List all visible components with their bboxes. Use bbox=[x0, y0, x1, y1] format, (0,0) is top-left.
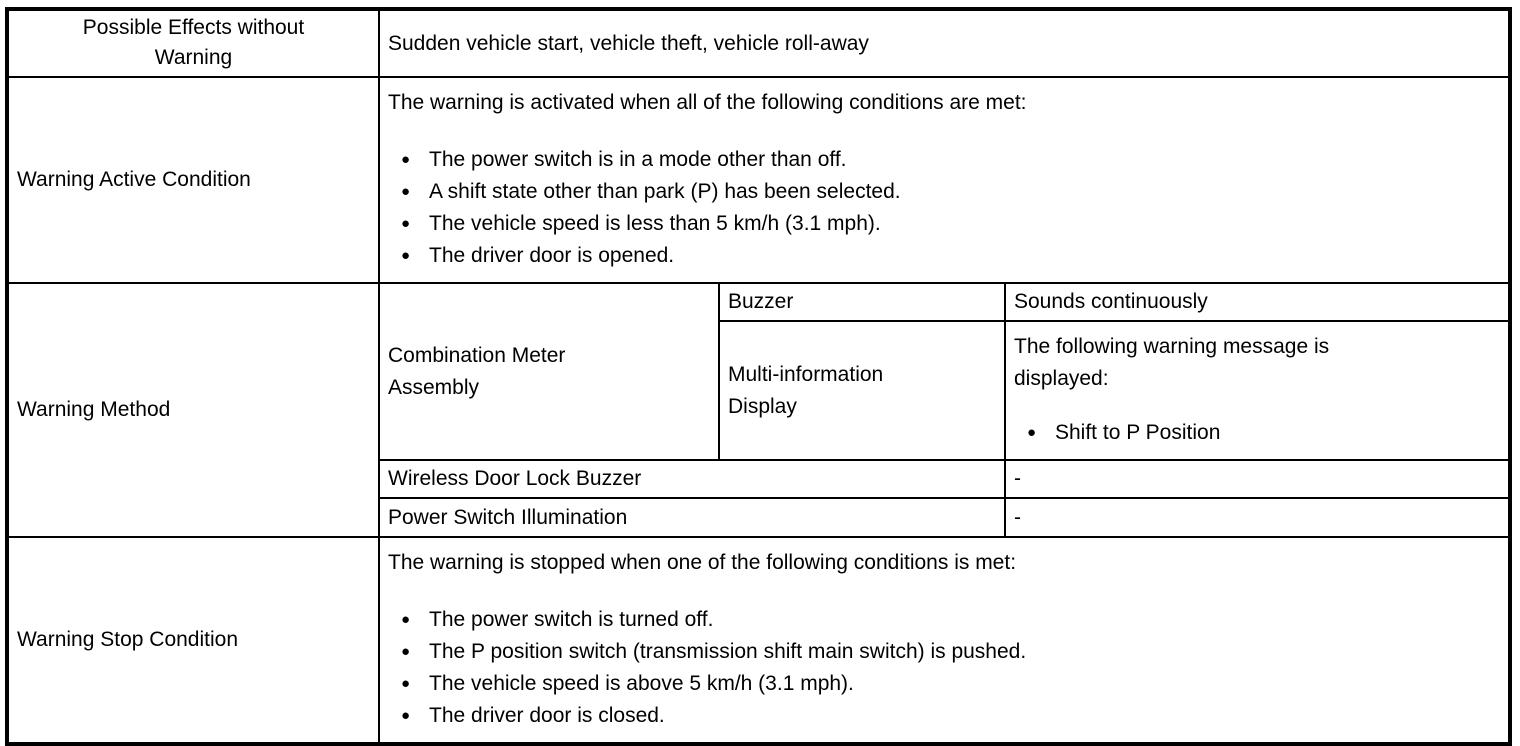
warning-active-value-cell: The warning is activated when all of the… bbox=[378, 76, 1511, 284]
list-item: ● The power switch is in a mode other th… bbox=[388, 144, 1500, 176]
multi-information-display-bullet-list: ● Shift to P Position bbox=[1014, 417, 1500, 449]
bullet-text: The driver door is opened. bbox=[429, 244, 675, 267]
bullet-icon: ● bbox=[401, 707, 411, 724]
bullet-icon: ● bbox=[401, 247, 411, 264]
bullet-text: The P position switch (transmission shif… bbox=[429, 640, 1027, 663]
bullet-icon: ● bbox=[401, 215, 411, 232]
multi-information-display-label: Multi-information Display bbox=[728, 362, 884, 418]
row-warning-stop: Warning Stop Condition The warning is st… bbox=[6, 536, 1511, 745]
warning-active-label: Warning Active Condition bbox=[17, 168, 251, 191]
list-item: ● The driver door is closed. bbox=[388, 700, 1500, 732]
bullet-text: Shift to P Position bbox=[1055, 421, 1221, 444]
row-warning-method-buzzer: Warning Method Combination Meter Assembl… bbox=[6, 282, 1511, 538]
possible-effects-value: Sudden vehicle start, vehicle theft, veh… bbox=[388, 31, 869, 55]
multi-information-display-label-cell: Multi-information Display bbox=[718, 320, 1006, 461]
wireless-door-lock-buzzer-value: - bbox=[1014, 467, 1021, 490]
power-switch-illumination-label-cell: Power Switch Illumination bbox=[378, 497, 1006, 538]
possible-effects-value-cell: Sudden vehicle start, vehicle theft, veh… bbox=[378, 8, 1511, 78]
buzzer-value: Sounds continuously bbox=[1014, 290, 1208, 313]
bullet-icon: ● bbox=[401, 675, 411, 692]
warning-spec-table: Possible Effects without Warning Sudden … bbox=[5, 7, 1512, 746]
row-power-switch-illumination: Power Switch Illumination - bbox=[7, 497, 1511, 538]
bullet-text: The vehicle speed is above 5 km/h (3.1 m… bbox=[429, 672, 854, 695]
bullet-text: The power switch is turned off. bbox=[429, 608, 714, 631]
buzzer-label-cell: Buzzer bbox=[718, 282, 1006, 322]
warning-active-intro: The warning is activated when all of the… bbox=[388, 91, 1027, 114]
warning-stop-value-cell: The warning is stopped when one of the f… bbox=[378, 536, 1511, 745]
warning-active-bullet-list: ● The power switch is in a mode other th… bbox=[388, 144, 1500, 272]
bullet-text: A shift state other than park (P) has be… bbox=[429, 180, 901, 203]
row-warning-method-mid: Multi-information Display The following … bbox=[7, 320, 1511, 461]
list-item: ● The vehicle speed is above 5 km/h (3.1… bbox=[388, 668, 1500, 700]
warning-stop-label-cell: Warning Stop Condition bbox=[6, 536, 380, 745]
bullet-icon: ● bbox=[401, 183, 411, 200]
list-item: ● The vehicle speed is less than 5 km/h … bbox=[388, 208, 1500, 240]
bullet-text: The vehicle speed is less than 5 km/h (3… bbox=[429, 212, 881, 235]
warning-stop-intro: The warning is stopped when one of the f… bbox=[388, 551, 1017, 574]
multi-information-display-intro: The following warning message is display… bbox=[1014, 335, 1330, 390]
warning-spec-document: Possible Effects without Warning Sudden … bbox=[5, 7, 1512, 746]
wireless-door-lock-buzzer-value-cell: - bbox=[1004, 459, 1511, 499]
possible-effects-label-cell: Possible Effects without Warning bbox=[6, 8, 380, 78]
row-warning-active: Warning Active Condition The warning is … bbox=[6, 76, 1511, 284]
warning-stop-label: Warning Stop Condition bbox=[17, 628, 239, 651]
warning-stop-bullet-list: ● The power switch is turned off. ● The … bbox=[388, 604, 1500, 732]
bullet-icon: ● bbox=[401, 643, 411, 660]
row-possible-effects: Possible Effects without Warning Sudden … bbox=[6, 8, 1511, 78]
power-switch-illumination-value-cell: - bbox=[1004, 497, 1511, 538]
list-item: ● A shift state other than park (P) has … bbox=[388, 176, 1500, 208]
bullet-text: The driver door is closed. bbox=[429, 704, 665, 727]
bullet-icon: ● bbox=[1027, 424, 1037, 441]
bullet-icon: ● bbox=[401, 151, 411, 168]
row-wireless-door-lock-buzzer: Wireless Door Lock Buzzer - bbox=[7, 459, 1511, 499]
buzzer-value-cell: Sounds continuously bbox=[1004, 282, 1511, 322]
wireless-door-lock-buzzer-label: Wireless Door Lock Buzzer bbox=[388, 467, 642, 490]
list-item: ● The power switch is turned off. bbox=[388, 604, 1500, 636]
power-switch-illumination-label: Power Switch Illumination bbox=[388, 505, 628, 529]
wireless-door-lock-buzzer-label-cell: Wireless Door Lock Buzzer bbox=[378, 459, 1006, 499]
warning-method-label-cell: Warning Method bbox=[6, 282, 380, 538]
possible-effects-label: Possible Effects without Warning bbox=[82, 16, 305, 69]
warning-active-label-cell: Warning Active Condition bbox=[6, 76, 380, 284]
list-item: ● Shift to P Position bbox=[1014, 417, 1500, 449]
warning-method-label: Warning Method bbox=[17, 398, 171, 421]
list-item: ● The driver door is opened. bbox=[388, 240, 1500, 272]
bullet-text: The power switch is in a mode other than… bbox=[429, 148, 847, 171]
buzzer-label: Buzzer bbox=[728, 290, 794, 313]
bullet-icon: ● bbox=[401, 611, 411, 628]
combination-meter-cell: Combination Meter Assembly bbox=[378, 282, 720, 461]
power-switch-illumination-value: - bbox=[1014, 505, 1021, 529]
combination-meter-label: Combination Meter Assembly bbox=[388, 343, 566, 399]
multi-information-display-value-cell: The following warning message is display… bbox=[1004, 320, 1511, 461]
list-item: ● The P position switch (transmission sh… bbox=[388, 636, 1500, 668]
